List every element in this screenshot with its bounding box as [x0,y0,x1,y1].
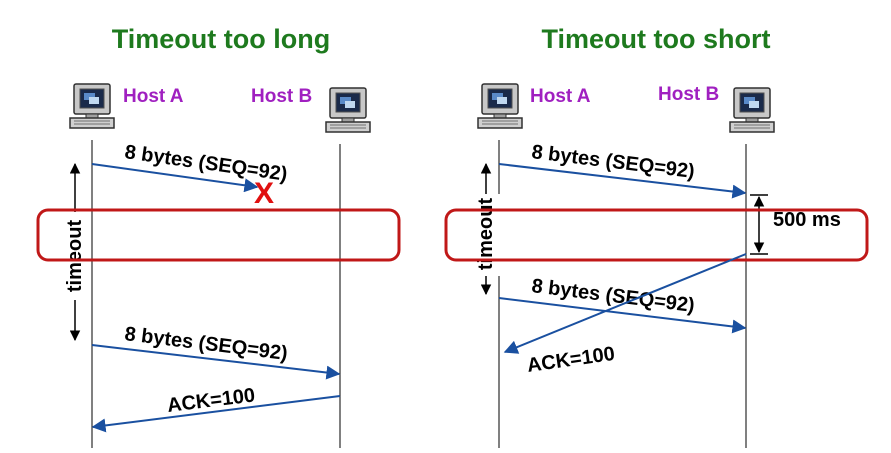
right-title: Timeout too short [542,24,771,54]
right-ack-label: ACK=100 [526,343,617,377]
left-highlight-box [36,208,401,262]
computer-icon [729,87,775,133]
left-host-b-label: Host B [251,86,312,107]
left-timeout-label: timeout [64,220,86,293]
right-msg2-arrow [498,297,747,334]
right-timeout-label: timeout [475,198,497,271]
computer-icon [477,83,523,129]
left-host-a-label: Host A [123,86,184,107]
right-delay-label: 500 ms [773,209,841,231]
right-timeout-label-bg [474,194,500,276]
right-highlight-box [444,208,869,262]
left-msg2-arrow [91,344,341,380]
right-msg1-arrow [498,163,747,199]
right-host-a-label: Host A [530,86,591,107]
left-title: Timeout too long [112,24,330,54]
left-timeout-label-bg [62,212,88,300]
left-loss-mark: X [254,177,274,210]
computer-icon [325,87,371,133]
computer-icon [69,83,115,129]
left-msg1-arrow [91,163,259,193]
right-host-b-label: Host B [658,84,719,105]
right-ack-arrow [503,253,747,354]
right-msg2-label: 8 bytes (SEQ=92) [530,275,695,317]
left-ack-arrow [91,395,341,433]
